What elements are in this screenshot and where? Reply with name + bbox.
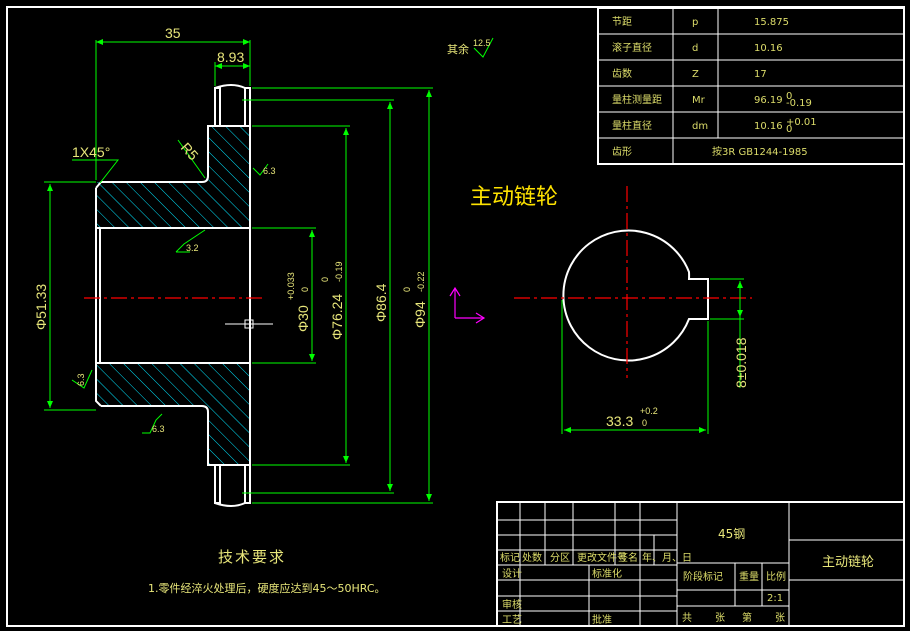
dim-key-depth-tol-lower: 0: [642, 418, 647, 428]
tb-row-header: 更改文件号: [577, 551, 627, 564]
param-value: 96.19: [754, 95, 783, 106]
roughness-hub: 6.3: [76, 373, 86, 386]
drawing-border: [6, 6, 905, 627]
param-name: 量柱直径: [612, 119, 652, 132]
tb-row-header: 处数: [522, 551, 542, 564]
param-value: 15.875: [754, 17, 789, 28]
dim-key-width: 8±0.018: [733, 337, 749, 388]
dim-bore-tol-upper: +0.033: [286, 272, 296, 300]
dim-bore-tol-lower: 0: [300, 287, 310, 292]
param-tol-upper: 0: [786, 91, 792, 102]
param-symbol: p: [692, 17, 698, 28]
tb-stage-mark: 阶段标记: [683, 570, 723, 583]
cursor-marker: [225, 319, 273, 329]
dim-d94: Φ94: [412, 301, 428, 328]
param-value: 10.16: [754, 121, 783, 132]
tb-standardize: 标准化: [592, 567, 622, 580]
tb-weight: 重量: [739, 570, 759, 583]
hatch-lower: [96, 363, 250, 465]
tech-req-heading: 技术要求: [218, 548, 286, 566]
dim-d76-tol-upper: 0: [320, 277, 330, 282]
dim-key-depth: 33.3: [606, 413, 633, 429]
param-symbol: dm: [692, 121, 708, 132]
tb-sheets-unit1: 张: [715, 612, 725, 624]
param-symbol: Z: [692, 69, 699, 80]
dim-radius: R5: [178, 139, 202, 163]
roughness-face: 6.3: [263, 166, 276, 176]
tb-name: 主动链轮: [822, 555, 874, 570]
tb-row-header: 分区: [550, 552, 570, 564]
ucs-icon: [449, 286, 486, 324]
param-value: 按3R GB1244-1985: [712, 145, 808, 158]
dim-d94-tol-lower: -0.22: [416, 271, 426, 292]
section-view: 3.2 6.3 6.3 6.3 12.5 其余 35 8.93 1X45° R5…: [33, 25, 494, 507]
tb-sheets-total: 共: [682, 612, 692, 624]
dim-d86: Φ86.4: [373, 283, 389, 322]
param-value: 17: [754, 69, 767, 80]
title-block: 45钢 主动链轮 阶段标记 重量 比例 2:1 共 张 第 张 标记处数分区更改…: [496, 501, 905, 627]
roughness-bore: 3.2: [186, 243, 199, 253]
tb-design: 设计: [502, 567, 522, 580]
tb-row-header: 签名: [618, 551, 638, 564]
param-name: 量柱测量距: [612, 93, 662, 106]
dim-d76-tol-lower: -0.19: [334, 261, 344, 282]
hatch-upper: [96, 126, 250, 228]
end-view: 8±0.018 33.3 +0.2 0: [514, 186, 752, 434]
dim-key-depth-tol-upper: +0.2: [640, 406, 658, 416]
tb-sheets-unit2: 张: [775, 612, 785, 624]
keyway-profile: [562, 229, 709, 362]
param-name: 节距: [612, 16, 632, 28]
roughness-bottom: 6.3: [152, 424, 165, 434]
tb-material: 45钢: [718, 527, 745, 541]
dim-d76: Φ76.24: [329, 294, 345, 340]
param-name: 齿形: [612, 146, 632, 158]
tech-req-item1: 1.零件经淬火处理后，硬度应达到45～50HRC。: [148, 581, 386, 595]
dim-hub-dia: Φ51.33: [33, 284, 49, 330]
param-value: 10.16: [754, 43, 783, 54]
tb-process: 工艺: [502, 614, 522, 626]
dim-chamfer: 1X45°: [72, 144, 110, 160]
param-symbol: d: [692, 43, 698, 54]
dim-d94-tol-upper: 0: [402, 287, 412, 292]
roughness-rest: 12.5: [473, 38, 491, 48]
param-name: 滚子直径: [612, 41, 652, 54]
tb-sheet-no: 第: [742, 611, 752, 624]
param-tol-lower: 0: [786, 124, 792, 135]
tb-row-header: 标记: [500, 552, 520, 564]
tb-check: 审核: [502, 598, 522, 611]
tb-ratio: 比例: [766, 570, 786, 583]
dim-tooth-width: 8.93: [217, 49, 244, 65]
tb-approve: 批准: [592, 613, 612, 626]
param-tol-lower: -0.19: [786, 98, 812, 109]
tb-scale: 2:1: [767, 593, 783, 604]
dim-bore-dia: Φ30: [295, 305, 311, 332]
param-tol-upper: +0.01: [786, 117, 817, 128]
part-title: 主动链轮: [470, 185, 558, 210]
tb-row-header: 年、月、日: [642, 551, 692, 564]
dim-width: 35: [165, 25, 181, 41]
surface-remark: 其余: [447, 42, 469, 56]
param-symbol: Mr: [692, 95, 706, 106]
param-name: 齿数: [612, 67, 632, 80]
